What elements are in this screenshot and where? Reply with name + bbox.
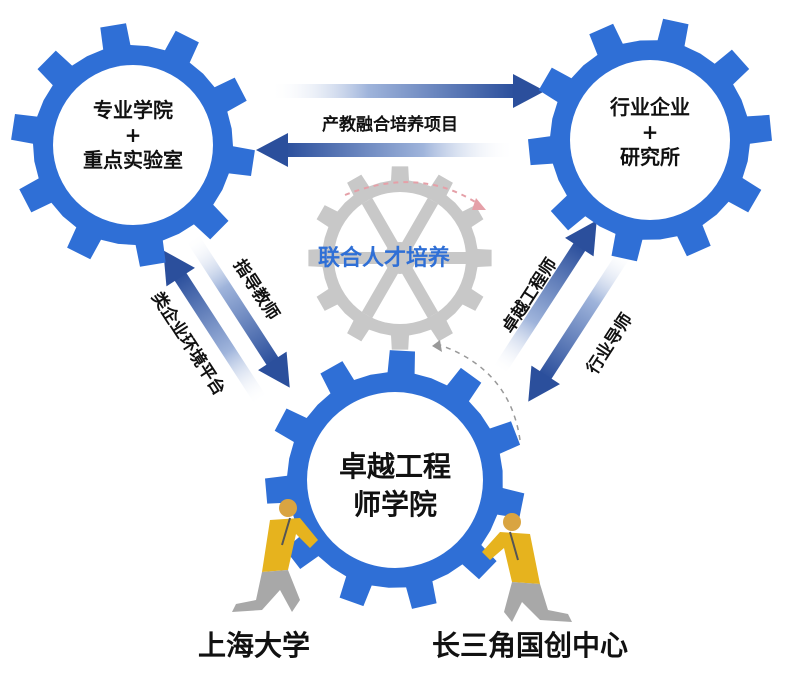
arrow-top-right [270,74,545,108]
node-top-left-line3: 重点实验室 [83,148,183,172]
center-joint-label: 联合人才培养 [318,246,451,271]
gear-top-left-hub [53,65,213,225]
gear-center [265,350,525,609]
node-top-right-line3: 研究所 [620,145,680,169]
figure-right-person-icon [482,513,572,622]
dashed-arc-bottom-head [432,340,442,352]
node-top-left-line1: 专业学院 [93,98,173,122]
arrow-left-inner [185,232,290,388]
dashed-arc-top [344,181,481,206]
gray-gear-hub [384,242,416,274]
node-top-left-line2: + [124,123,142,147]
bottom-left-label: 上海大学 [198,629,311,662]
bottom-right-label: 长三角国创中心 [432,629,629,662]
gear-top-right-hub [570,60,730,220]
gear-top-right [528,18,772,262]
dashed-arc-top-head [472,198,486,210]
arrow-right-inner [492,220,597,376]
gear-center-hub [307,392,483,568]
node-center-line2: 师学院 [352,487,437,521]
arrow-top-left [256,133,515,167]
node-top-right-label: 行业企业 + 研究所 [575,95,725,170]
arrow-left-outer [163,250,268,406]
node-top-right-line1: 行业企业 [610,95,690,119]
dashed-arc-bottom [439,344,521,441]
background-gray-gear [308,166,492,350]
node-center-label: 卓越工程 师学院 [305,448,485,524]
node-top-left-label: 专业学院 + 重点实验室 [58,98,208,173]
arrow-right-outer [528,246,633,402]
figure-left-person-icon [232,499,318,612]
gear-top-left [11,23,255,267]
arrow-top-label: 产教融合培养项目 [322,115,458,135]
node-center-line1: 卓越工程 [338,450,451,483]
node-top-right-line2: + [641,120,659,144]
